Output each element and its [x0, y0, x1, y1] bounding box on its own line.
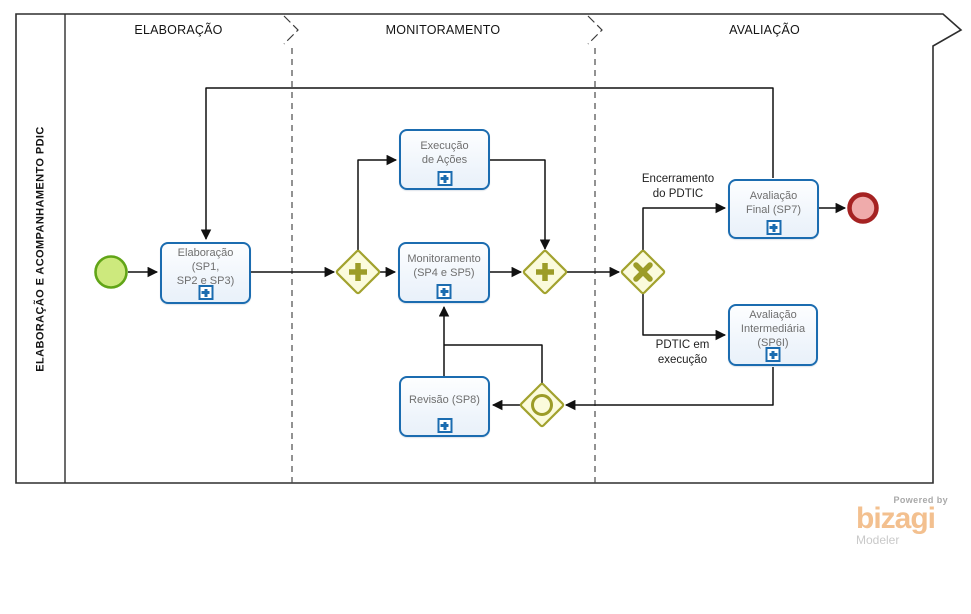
pool-label-band: ELABORAÇÃO E ACOMPANHAMENTO PDIC: [16, 14, 65, 483]
end-event[interactable]: [847, 192, 879, 224]
task-elaboracao[interactable]: Elaboração (SP1, SP2 e SP3): [160, 242, 251, 304]
flow-gatewayx-to-avaliacao-intermediaria: [642, 294, 727, 341]
milestone-chevron-1: [283, 15, 299, 45]
edge-label-encerramento-do-pdtic: Encerramento do PDTIC: [641, 173, 715, 200]
flow-avaliacao-final-to-elaboracao: [200, 87, 774, 241]
subprocess-plus-icon: [198, 285, 213, 300]
flow-avaliacao-intermediaria-to-inclusive: [564, 367, 774, 411]
task-avaliacao-intermediaria[interactable]: Avaliação Intermediária (SP6I): [728, 304, 818, 366]
exclusive-gateway[interactable]: [620, 249, 666, 295]
subprocess-plus-icon: [766, 220, 781, 235]
task-label: Revisão (SP8): [409, 394, 480, 406]
task-label: Avaliação Intermediária (SP6I): [740, 308, 806, 349]
flow-gatewayx-to-avaliacao-final: [642, 202, 727, 250]
task-label: Avaliação Final (SP7): [745, 189, 802, 216]
subprocess-plus-icon: [437, 171, 452, 186]
pool-border: [15, 13, 963, 484]
subprocess-plus-icon: [765, 347, 781, 362]
flow-execucao-to-gateway2: [490, 159, 551, 251]
lane-title-monitoramento: MONITORAMENTO: [385, 23, 501, 37]
lane-title-elaboracao: ELABORAÇÃO: [134, 23, 223, 37]
lane-title-avaliacao: AVALIAÇÃO: [729, 23, 800, 37]
bizagi-logo: bizagi: [856, 502, 936, 535]
flow-inclusive-to-monitoramento: [444, 344, 543, 384]
pool-title: ELABORAÇÃO E ACOMPANHAMENTO PDIC: [34, 125, 47, 372]
subprocess-plus-icon: [436, 284, 452, 299]
inclusive-gateway[interactable]: [519, 382, 565, 428]
task-revisao[interactable]: Revisão (SP8): [399, 376, 490, 437]
edge-label-pdtic-em-execucao: PDTIC em execução: [655, 339, 710, 366]
flow-gateway1-to-execucao: [357, 154, 398, 250]
powered-by-text: Powered by: [893, 495, 948, 505]
task-avaliacao-final[interactable]: Avaliação Final (SP7): [728, 179, 819, 239]
bizagi-branding: Powered by bizagi Modeler: [856, 495, 948, 547]
task-label: Monitoramento (SP4 e SP5): [407, 253, 481, 279]
parallel-gateway-split[interactable]: [335, 249, 381, 295]
task-monitoramento[interactable]: Monitoramento (SP4 e SP5): [398, 242, 490, 303]
milestone-chevron-2: [587, 15, 603, 45]
modeler-text: Modeler: [856, 533, 900, 547]
parallel-gateway-join[interactable]: [522, 249, 568, 295]
start-event[interactable]: [94, 255, 128, 289]
task-label: Elaboração (SP1, SP2 e SP3): [176, 246, 235, 287]
subprocess-plus-icon: [437, 418, 452, 433]
task-execucao-de-acoes[interactable]: Execução de Ações: [399, 129, 490, 190]
task-label: Execução de Ações: [420, 140, 469, 166]
